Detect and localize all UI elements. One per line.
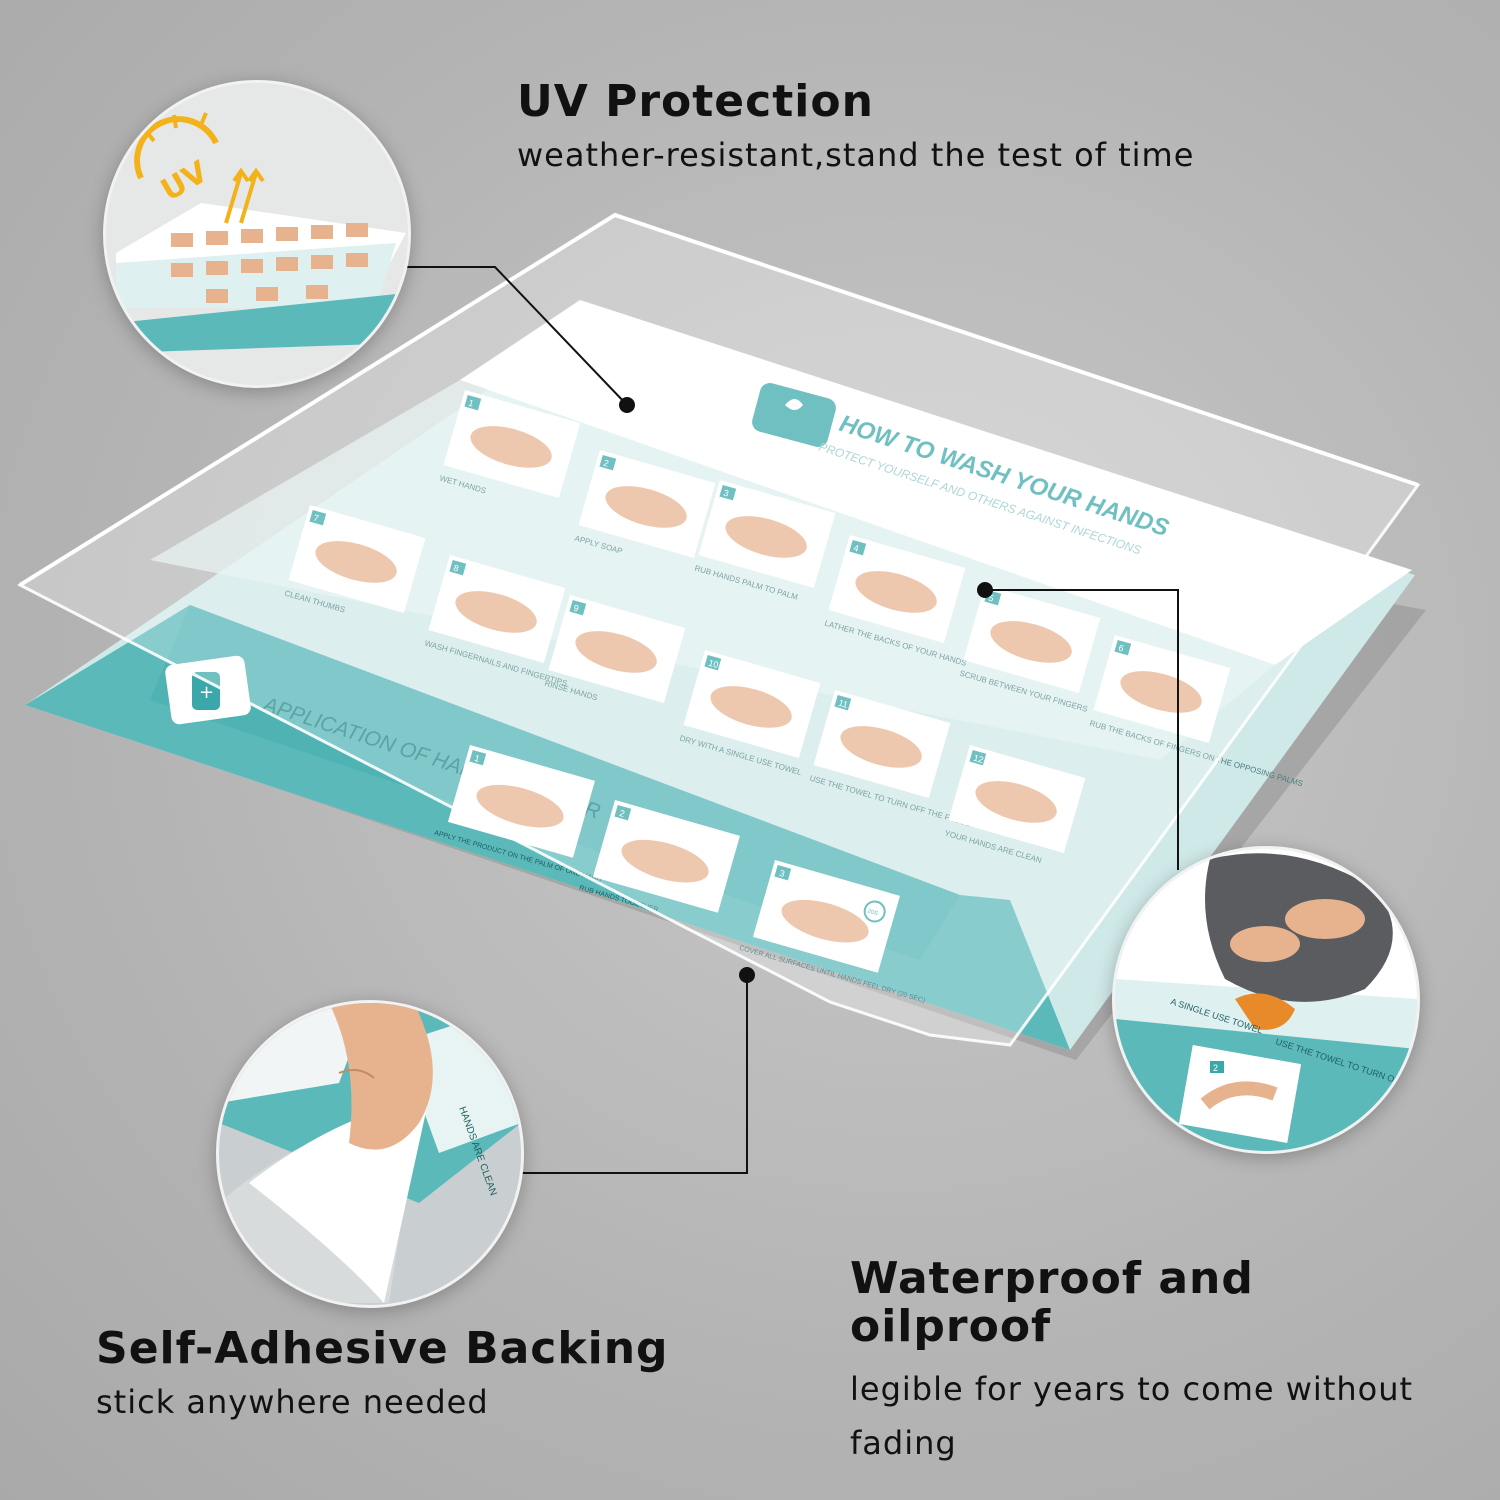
step-number: 2 — [618, 808, 626, 819]
step-card: 1WET HANDS — [439, 390, 581, 499]
adhesive-feature: Self-Adhesive Backing stick anywhere nee… — [96, 1323, 669, 1430]
adhesive-callout-line — [518, 975, 748, 1174]
peeled-backing — [249, 1098, 429, 1303]
hands-illustration — [1120, 671, 1202, 713]
svg-text:+: + — [199, 682, 214, 703]
step-number: 8 — [452, 563, 460, 574]
waterproof-desc: legible for years to come without fading — [850, 1369, 1414, 1463]
fingers — [329, 1003, 433, 1150]
waterproof-zoom-circle: A SINGLE USE TOWEL USE THE TOWEL TO TURN… — [1112, 846, 1420, 1154]
adhesive-desc: stick anywhere needed — [96, 1383, 489, 1422]
step-card: 4LATHER THE BACKS OF YOUR HANDS — [824, 535, 967, 668]
hands-illustration — [975, 781, 1057, 823]
step-number: 7 — [312, 513, 320, 524]
adhesive-zoom-circle: HANDS ARE CLEAN — [216, 1000, 524, 1308]
poster-logo — [752, 383, 836, 447]
step-number: 2 — [602, 458, 610, 469]
sanitizer-icon: + — [165, 655, 251, 725]
hands-illustration — [855, 571, 937, 613]
uv-callout-dot — [619, 397, 635, 413]
uv-desc: weather-resistant,stand the test of time — [517, 136, 1195, 175]
adhesive-title: Self-Adhesive Backing — [96, 1323, 669, 1374]
waterproof-title: Waterproof and oilproof — [850, 1253, 1254, 1353]
step-number: 6 — [1117, 643, 1125, 654]
step-number: 12 — [972, 753, 984, 765]
uv-zoom-circle: UV — [103, 80, 411, 388]
timer-label: 20S — [867, 909, 879, 918]
wp-label-step: 2 — [1213, 1063, 1218, 1073]
waterproof-feature: Waterproof and oilproof legible for year… — [850, 1253, 1470, 1471]
uv-title: UV Protection — [517, 76, 874, 127]
step-number: 4 — [852, 543, 860, 554]
hands-illustration — [621, 839, 709, 883]
hands-illustration — [781, 899, 869, 943]
hands-illustration — [315, 541, 397, 583]
hands-illustration — [990, 621, 1072, 663]
hands-illustration — [470, 426, 552, 468]
adhesive-callout-dot — [739, 967, 755, 983]
waterproof-callout-dot — [977, 582, 993, 598]
hands-illustration — [476, 784, 564, 828]
sanitizer-step-card: 2RUB HANDS TOGETHER — [578, 800, 740, 914]
step-number: 9 — [572, 603, 580, 614]
uv-callout-line — [405, 266, 628, 406]
timer-icon — [863, 900, 886, 923]
step-number: 5 — [987, 593, 995, 604]
step-card: 9RINSE HANDS — [544, 595, 686, 704]
uv-arrows-icon — [224, 167, 265, 224]
step-number: 11 — [837, 698, 849, 710]
step-number: 1 — [467, 398, 475, 409]
uv-feature: UV Protection weather-resistant,stand th… — [517, 76, 1195, 183]
step-number: 3 — [778, 868, 786, 879]
waterproof-callout-line — [985, 589, 1179, 870]
hands-illustration — [575, 631, 657, 673]
step-number: 10 — [707, 658, 719, 670]
hands-illustration — [840, 726, 922, 768]
hands-illustration — [455, 591, 537, 633]
hands-illustration — [605, 486, 687, 528]
step-number: 3 — [722, 488, 730, 499]
finger — [1230, 926, 1300, 962]
hands-illustration — [710, 686, 792, 728]
step-number: 1 — [473, 753, 481, 764]
sun-icon — [134, 116, 219, 180]
step-card: 2APPLY SOAP — [574, 449, 716, 559]
hands-illustration — [725, 516, 807, 558]
